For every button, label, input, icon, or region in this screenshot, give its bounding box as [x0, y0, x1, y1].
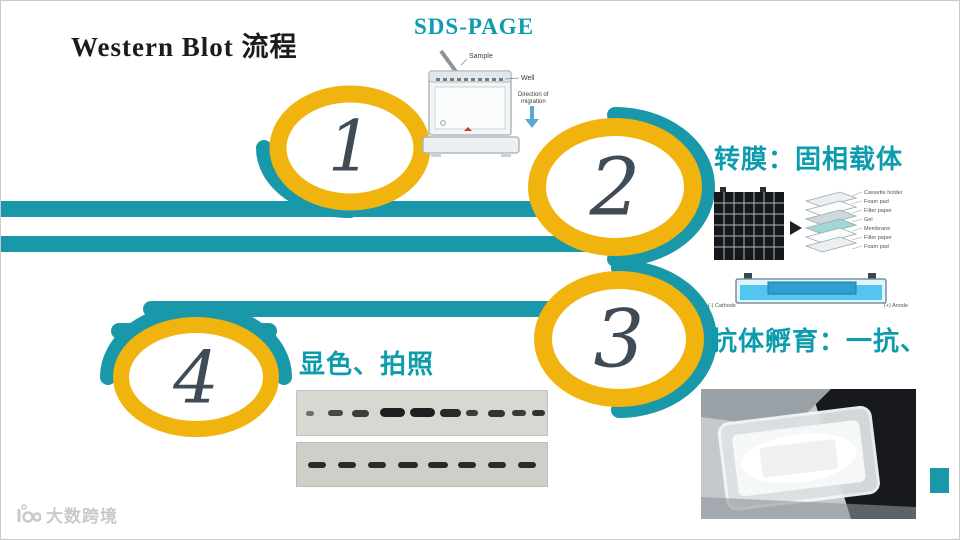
sds-page-illustration: Sample Well Direction of migration: [421, 49, 561, 161]
step-number-4: 4: [173, 335, 219, 420]
blot-strip-1-image: [295, 389, 549, 437]
layer-label: Foam pad: [864, 199, 889, 205]
step1-label: SDS-PAGE: [414, 14, 535, 39]
sample-label: Sample: [469, 53, 493, 60]
incubation-tray: [717, 405, 880, 511]
cassette-grid: [714, 187, 784, 260]
page-title: Western Blot 流程: [71, 32, 298, 62]
step-circle-4: [113, 317, 279, 437]
migration-arrow-icon: [525, 106, 539, 128]
arrow-icon: [790, 221, 802, 235]
step-number-2: 2: [589, 140, 641, 234]
antibody-incubation-photo: [701, 389, 916, 519]
layer-labels: Cassette holder Foam pad Filter paper Ge…: [864, 190, 903, 250]
well-label: Well: [521, 75, 535, 82]
step-number-1: 1: [327, 105, 373, 188]
accent-square: [930, 468, 949, 493]
ribbon-bands: [1, 107, 717, 418]
step4-label: 显色、拍照: [299, 349, 435, 379]
watermark-logo-icon: [17, 503, 41, 523]
transfer-tank: [735, 273, 887, 304]
anode-label: (+) Anode: [884, 303, 908, 309]
step3-label: 抗体孵育：一抗、: [711, 326, 928, 356]
layer-label: Filter paper: [864, 235, 892, 241]
protein-bands: [306, 408, 545, 417]
blot-strip-2-image: [295, 441, 549, 488]
layer-label: Membrane: [864, 226, 890, 232]
step-number-3: 3: [593, 292, 645, 386]
layer-label: Cassette holder: [864, 190, 903, 196]
tank-base: [422, 136, 520, 154]
gel-wells: [436, 78, 503, 81]
watermark-text: 大数跨境: [46, 507, 118, 526]
step-circle-1: [269, 85, 431, 211]
transfer-illustration: Cassette holder Foam pad Filter paper Ge…: [706, 183, 921, 309]
protein-bands: [308, 462, 536, 468]
step-circle-3: [534, 271, 704, 407]
step2-label: 转膜：固相载体: [714, 144, 904, 174]
layer-stack: [804, 191, 858, 253]
step-circle-2: [528, 118, 702, 256]
direction-label-1: Direction of: [518, 92, 549, 98]
step-circles: [113, 85, 704, 437]
direction-label-2: migration: [521, 99, 546, 105]
layer-label: Filter paper: [864, 208, 892, 214]
layer-label: Gel: [864, 217, 873, 223]
layer-label: Foam pad: [864, 244, 889, 250]
watermark: 大数跨境: [15, 502, 118, 527]
cathode-label: (-) Cathode: [708, 303, 736, 309]
